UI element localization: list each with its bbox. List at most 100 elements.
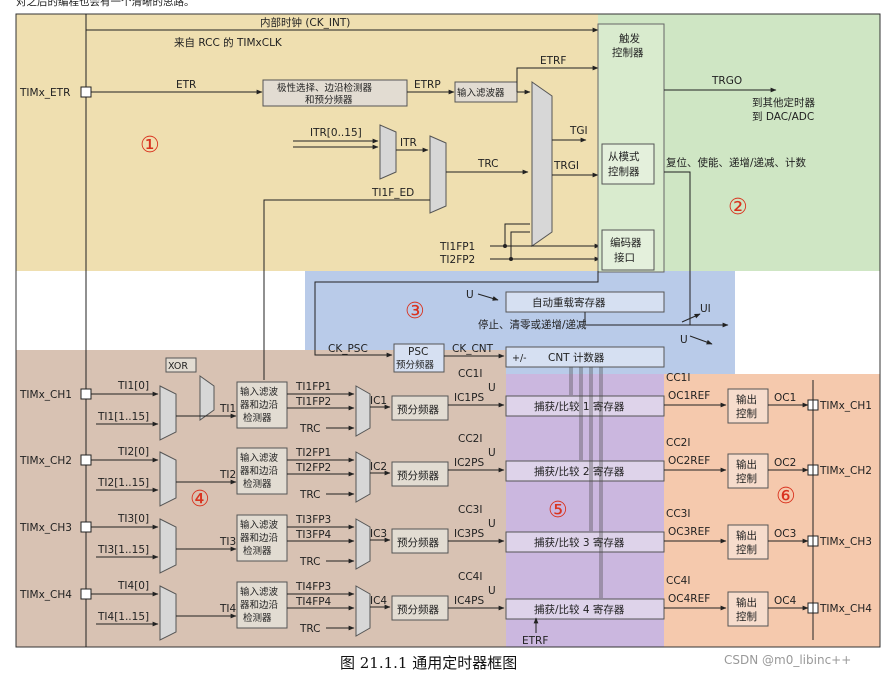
- xor-label: XOR: [168, 361, 188, 372]
- ck-psc-label: CK_PSC: [328, 343, 368, 355]
- input-pin-4[interactable]: [80, 588, 92, 600]
- detector-line3-4: 检测器: [243, 612, 272, 624]
- ic-label-2: IC2: [370, 461, 387, 473]
- cc-left-label-3: CC3I: [458, 504, 482, 516]
- output-label-4: TIMx_CH4: [819, 603, 872, 615]
- itr-mux: [379, 124, 397, 180]
- ti1f-ed-label: TI1F_ED: [371, 187, 414, 199]
- polarity-line1: 极性选择、边沿检测器: [277, 82, 373, 94]
- trgi-mux: [531, 81, 553, 247]
- slave-out-label: 复位、使能、递增/递减、计数: [666, 156, 807, 169]
- psc-line1: PSC: [408, 346, 428, 358]
- slave-line2: 控制器: [608, 165, 640, 178]
- trgo-label: TRGO: [711, 75, 742, 87]
- ccr-label-3: 捕获/比较 3 寄存器: [534, 536, 625, 549]
- stop-label: 停止、清零或递增/递减: [478, 318, 587, 331]
- detector-line1-4: 输入滤波: [240, 586, 279, 598]
- cc-right-label-1: CC1I: [666, 372, 690, 384]
- fpa-label-1: TI1FP1: [295, 381, 331, 393]
- detector-box-2: [236, 447, 288, 495]
- ccr-label-4: 捕获/比较 4 寄存器: [534, 603, 625, 616]
- rcc-label: 来自 RCC 的 TIMxCLK: [174, 36, 283, 49]
- polarity-line2: 和预分频器: [305, 94, 353, 106]
- pm-label: +/-: [512, 353, 527, 364]
- output-ctrl-box-4: [727, 591, 769, 627]
- icps-label-2: IC2PS: [454, 457, 484, 469]
- input-pin-1[interactable]: [80, 388, 92, 400]
- etr-pin[interactable]: [80, 86, 92, 98]
- ccr-box-1: [505, 395, 665, 417]
- tin-label-3: TI3[1..15]: [97, 544, 149, 556]
- detector-line2-4: 器和边沿: [240, 600, 279, 611]
- ti0-label-1: TI1[0]: [117, 380, 149, 392]
- etr-pin-label: TIMx_ETR: [19, 87, 70, 99]
- ocref-label-4: OC4REF: [668, 593, 710, 605]
- cc-left-label-4: CC4I: [458, 571, 482, 583]
- tin-label-1: TI1[1..15]: [97, 411, 149, 423]
- ccr-label-2: 捕获/比较 2 寄存器: [534, 465, 625, 478]
- oc-label-2: OC2: [774, 457, 796, 469]
- fpa-label-2: TI2FP1: [295, 447, 331, 459]
- u-left-label-2: U: [488, 447, 496, 459]
- ti-label-1: TI1: [219, 403, 236, 415]
- ccr-box-4: [505, 598, 665, 620]
- encoder-line2: 接口: [614, 251, 635, 264]
- trc-label-1: TRC: [299, 423, 321, 435]
- etrf-label: ETRF: [540, 55, 566, 67]
- ti-label-4: TI4: [219, 603, 237, 615]
- itr-in-label: ITR[0..15]: [310, 127, 362, 139]
- tin-label-4: TI4[1..15]: [97, 611, 149, 623]
- output-ctrl-box-2: [727, 453, 769, 489]
- trc-label-2: TRC: [299, 489, 321, 501]
- u-arr-label: U: [466, 289, 474, 301]
- ui-label: UI: [700, 303, 711, 315]
- ti0-label-3: TI3[0]: [117, 513, 149, 525]
- output-label-2: TIMx_CH2: [819, 465, 872, 477]
- ti0-label-2: TI2[0]: [117, 446, 149, 458]
- ti2fp2-label: TI2FP2: [439, 254, 475, 266]
- etr-filter-label: 输入滤波器: [457, 87, 505, 99]
- trc-mux: [429, 135, 447, 214]
- zone-5-label: ⑤: [548, 498, 568, 523]
- trigger-line2: 控制器: [612, 46, 644, 59]
- cc-left-label-1: CC1I: [458, 368, 482, 380]
- trgo-to-line2: 到 DAC/ADC: [752, 111, 814, 123]
- zone-6-label: ⑥: [776, 484, 796, 509]
- output-ctrl-line2-3: 控制: [736, 543, 757, 556]
- ck-cnt-label: CK_CNT: [452, 343, 494, 355]
- input-pin-3[interactable]: [80, 521, 92, 533]
- cc-left-label-2: CC2I: [458, 433, 482, 445]
- prescaler-label-3: 预分频器: [397, 536, 439, 549]
- ic-mux-2: [355, 451, 371, 503]
- input-pin-2[interactable]: [80, 454, 92, 466]
- fpb-label-3: TI3FP4: [295, 529, 332, 541]
- u-left-label-3: U: [488, 518, 496, 530]
- zone-3-label: ③: [405, 299, 425, 324]
- icps-label-1: IC1PS: [454, 392, 484, 404]
- ic-mux-3: [355, 518, 371, 570]
- ti-mux-1: [159, 385, 177, 441]
- trgo-to-line1: 到其他定时器: [752, 96, 815, 109]
- ti-label-2: TI2: [219, 469, 236, 481]
- ocref-label-1: OC1REF: [668, 390, 710, 402]
- ti-mux-2: [159, 451, 177, 507]
- cc-right-label-2: CC2I: [666, 437, 690, 449]
- arr-label: 自动重载寄存器: [532, 296, 606, 309]
- ti-mux-4: [159, 585, 177, 641]
- ccr-box-2: [505, 460, 665, 482]
- detector-line2-3: 器和边沿: [240, 533, 279, 544]
- input-label-4: TIMx_CH4: [19, 589, 72, 601]
- detector-line3-2: 检测器: [243, 478, 272, 490]
- ti-label-3: TI3: [219, 536, 236, 548]
- output-ctrl-line1-2: 输出: [736, 458, 757, 471]
- encoder-box: [601, 229, 655, 271]
- figure-caption: 图 21.1.1 通用定时器框图: [340, 654, 517, 672]
- fpb-label-1: TI1FP2: [295, 396, 331, 408]
- etr-label: ETR: [176, 79, 196, 91]
- oc-label-1: OC1: [774, 392, 796, 404]
- csdn-watermark: CSDN @m0_libinc++: [724, 653, 851, 667]
- output-ctrl-line2-1: 控制: [736, 407, 757, 420]
- u-left-label-1: U: [488, 382, 496, 394]
- tin-label-2: TI2[1..15]: [97, 477, 149, 489]
